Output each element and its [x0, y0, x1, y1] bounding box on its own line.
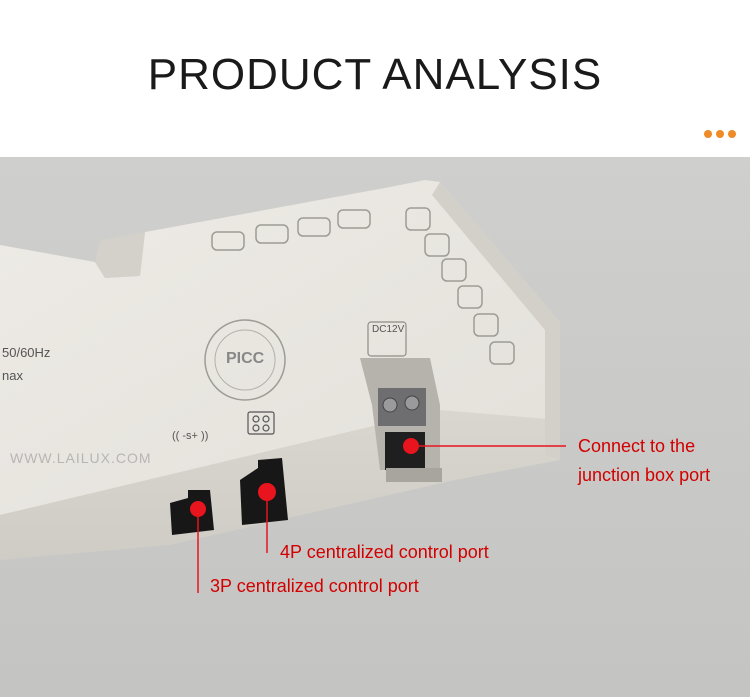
- button-column-right: [405, 207, 515, 365]
- port-symbol-4p: [247, 411, 275, 435]
- marker-dot-4p: [258, 483, 276, 501]
- device-spec-line-1: 50/60Hz: [2, 345, 51, 360]
- direction-label: (( -s+ )): [172, 430, 209, 442]
- product-photo: [0, 157, 750, 697]
- device-right-edge: [432, 182, 560, 460]
- picc-stamp-seal: [204, 319, 286, 401]
- button-icon: [457, 285, 483, 309]
- device-spec-line-2: nax: [2, 368, 23, 383]
- dot-icon: [716, 130, 724, 138]
- button-icon: [441, 258, 467, 282]
- marker-dot-junction: [403, 438, 419, 454]
- marker-dot-3p: [190, 501, 206, 517]
- device-notch: [95, 232, 145, 278]
- watermark-text: WWW.LAILUX.COM: [10, 450, 152, 466]
- callout-junction-line-1: Connect to the: [578, 436, 696, 456]
- dc-label-box: [367, 321, 407, 357]
- header-band: PRODUCT ANALYSIS: [0, 0, 750, 157]
- button-icon: [211, 231, 245, 251]
- button-icon: [473, 313, 499, 337]
- button-row-top: [211, 209, 371, 251]
- callout-3p-port: 3P centralized control port: [210, 576, 419, 596]
- dc-label: DC12V: [372, 324, 405, 335]
- button-icon: [424, 233, 450, 257]
- dot-icon: [704, 130, 712, 138]
- dot-icon: [728, 130, 736, 138]
- picc-stamp-label: PICC: [226, 350, 265, 367]
- button-icon: [337, 209, 371, 229]
- callout-4p-port: 4P centralized control port: [280, 542, 489, 562]
- device-top-surface: [0, 180, 560, 515]
- decorative-dots: [704, 130, 736, 138]
- callout-junction-line-2: junction box port: [578, 465, 711, 485]
- button-icon: [489, 341, 515, 365]
- button-icon: [297, 217, 331, 237]
- junction-terminal-block: [360, 358, 442, 482]
- button-icon: [255, 224, 289, 244]
- page-title: PRODUCT ANALYSIS: [147, 50, 603, 99]
- button-icon: [405, 207, 431, 231]
